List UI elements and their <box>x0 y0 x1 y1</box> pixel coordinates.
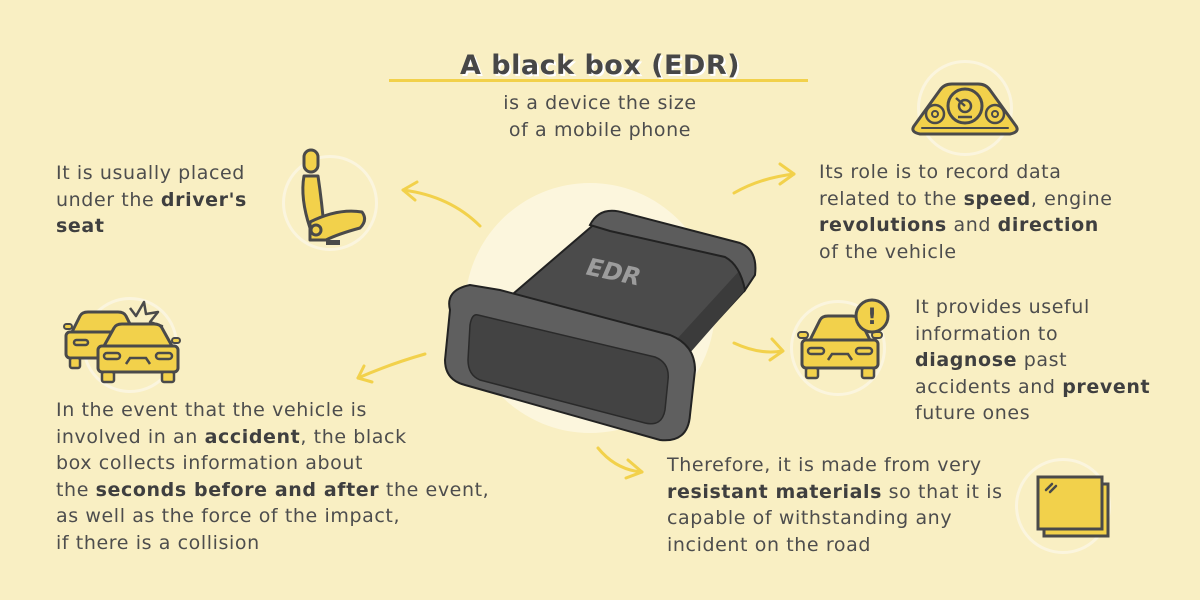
fact-accident-line-5: as well as the force of the impact, <box>56 505 401 527</box>
fact-accident-line-2: involved in an accident, the black <box>56 424 489 451</box>
emphasis: resistant materials <box>667 480 883 503</box>
fact-accident-line-3: box collects information about <box>56 452 364 474</box>
emphasis: accident <box>204 425 301 448</box>
subtitle-line-1: is a device the size <box>503 92 697 114</box>
arrow-to-accident <box>356 352 427 384</box>
fact-accident-line-6: if there is a collision <box>56 531 260 554</box>
fact-role-line-3: revolutions and direction <box>819 212 1113 239</box>
text: involved in an <box>56 425 205 448</box>
subtitle-line-2: of a mobile phone <box>508 118 692 141</box>
fact-role-line-1: Its role is to record data <box>819 161 1062 183</box>
arrow-to-role <box>732 162 796 195</box>
fact-accident: In the event that the vehicle is involve… <box>56 397 489 556</box>
text: , engine <box>1030 187 1113 210</box>
arrow-to-materials <box>596 446 644 480</box>
fact-diagnose-line-5: future ones <box>915 402 1031 424</box>
arrow-to-seat <box>401 180 482 228</box>
fact-materials-line-1: Therefore, it is made from very <box>667 454 982 476</box>
fact-role-line-4: of the vehicle <box>819 240 957 263</box>
subtitle: is a device the size of a mobile phone <box>0 90 1200 143</box>
fact-location-line-2: under the driver's <box>56 187 247 214</box>
text: past <box>1017 349 1068 371</box>
emphasis: direction <box>997 214 1099 236</box>
text: so that it is <box>882 480 1003 503</box>
fact-diagnose-line-4: accidents and prevent <box>915 374 1150 401</box>
fact-diagnose-line-3: diagnose past <box>915 347 1150 374</box>
emphasis: revolutions <box>819 214 947 236</box>
emphasis: driver's <box>160 188 247 211</box>
text: under the <box>56 188 161 211</box>
emphasis: speed <box>963 187 1031 210</box>
arrow-to-diagnose <box>732 337 785 362</box>
title-underline <box>389 79 808 82</box>
emphasis: prevent <box>1062 375 1151 398</box>
black-box-device-icon: EDR <box>440 195 760 445</box>
page-title: A black box (EDR) <box>460 50 740 81</box>
emphasis: seat <box>56 215 105 237</box>
text: and <box>946 214 998 236</box>
fact-location-line-3: seat <box>56 213 247 240</box>
text: the <box>56 478 96 501</box>
text: related to the <box>819 187 964 210</box>
fact-diagnose-line-2: information to <box>915 322 1059 345</box>
fact-location-line-1: It is usually placed <box>56 162 245 184</box>
fact-role: Its role is to record data related to th… <box>819 159 1113 265</box>
fact-location: It is usually placed under the driver's … <box>56 160 247 240</box>
text: , the black <box>300 425 407 448</box>
seat-icon-ring <box>282 155 378 251</box>
fact-role-line-2: related to the speed, engine <box>819 186 1113 213</box>
emphasis: diagnose <box>915 349 1018 371</box>
fact-accident-line-4: the seconds before and after the event, <box>56 477 489 504</box>
warning-glyph: ! <box>867 305 877 330</box>
dashboard-icon-ring <box>917 60 1013 156</box>
resistant-material-icon <box>1022 474 1112 540</box>
dashboard-gauge-icon <box>908 82 1022 136</box>
fact-materials-line-3: capable of withstanding any <box>667 507 953 529</box>
text: accidents and <box>915 375 1063 398</box>
fact-materials-line-2: resistant materials so that it is <box>667 479 1003 506</box>
car-collision-icon <box>62 294 182 386</box>
text: the event, <box>379 478 490 501</box>
fact-accident-line-1: In the event that the vehicle is <box>56 399 367 421</box>
car-seat-icon <box>298 148 368 248</box>
fact-diagnose-line-1: It provides useful <box>915 296 1090 318</box>
fact-diagnose: It provides useful information to diagno… <box>915 294 1150 427</box>
fact-materials-line-4: incident on the road <box>667 533 871 556</box>
fact-materials: Therefore, it is made from very resistan… <box>667 452 1003 558</box>
car-warning-icon: ! <box>796 296 892 386</box>
emphasis: seconds before and after <box>95 478 380 501</box>
car-warning-icon-ring <box>790 300 886 396</box>
